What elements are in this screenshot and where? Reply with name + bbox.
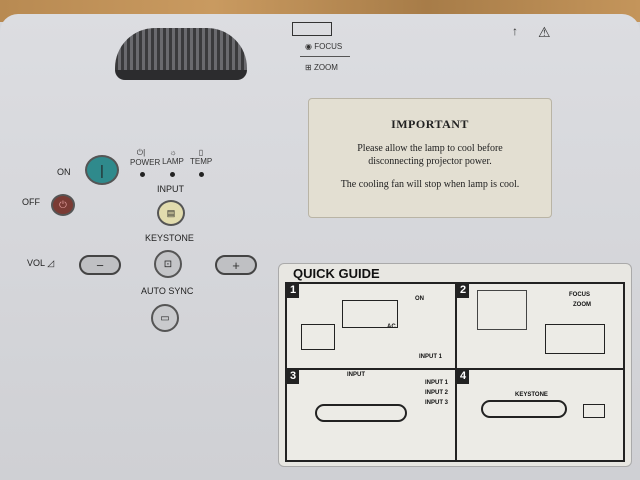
laptop-icon [301,324,335,350]
projector-icon [545,324,605,354]
guide-step-4: 4 KEYSTONE [455,368,625,462]
indicator-lamp: ☼LAMP [162,148,184,166]
projector-icon [342,300,398,328]
power-off-button[interactable]: ⏻ [51,194,75,216]
arrow-up-icon: ↑ [512,24,518,38]
guide-step-1: 1 ON AC INPUT 1 [285,282,457,370]
zoom-label: ⊞ ZOOM [305,63,338,72]
button-diagram [481,400,567,418]
indicator-power: ⏻|POWER [130,148,161,167]
quick-guide-label: QUICK GUIDE 1 ON AC INPUT 1 2 FOCUS ZOOM… [278,263,632,467]
screen-icon [477,290,527,330]
guide-step-3: 3 INPUT INPUT 1 INPUT 2 INPUT 3 [285,368,457,462]
focus-icon: ◉ [305,42,312,51]
divider [300,56,350,57]
quick-guide-title: QUICK GUIDE [293,266,380,281]
vol-label: VOL ◿ [27,258,55,268]
notice-line: Please allow the lamp to cool before [357,143,503,154]
power-on-button[interactable]: | [85,155,119,185]
temp-led [199,172,204,177]
keystone-button[interactable]: ⊡ [154,250,182,278]
notice-title: IMPORTANT [391,117,469,131]
auto-sync-button[interactable]: ▭ [151,304,179,332]
important-notice-label: IMPORTANT Please allow the lamp to cool … [308,98,552,218]
minus-button[interactable]: − [79,255,121,275]
power-icon: ⏻| [136,148,146,157]
input-label: INPUT [157,184,184,194]
on-label: ON [57,167,71,177]
notice-line: disconnecting projector power. [368,156,492,167]
notice-line: The cooling fan will stop when lamp is c… [340,179,520,190]
button-diagram [315,404,407,422]
plus-button[interactable]: + [215,255,257,275]
thermometer-icon: ▯ [198,148,204,157]
guide-step-2: 2 FOCUS ZOOM [455,282,625,370]
lamp-icon: ☼ [169,148,177,157]
auto-sync-label: AUTO SYNC [141,286,194,296]
input-button[interactable]: ▤ [157,200,185,226]
keystone-symbol-icon [292,22,332,36]
off-label: OFF [22,197,40,207]
volume-icon: ◿ [47,258,55,268]
power-led [140,172,145,177]
keystone-label: KEYSTONE [145,233,194,243]
zoom-icon: ⊞ [305,63,312,72]
hot-surface-warning-icon: ⚠ [538,24,551,40]
lamp-led [170,172,175,177]
focus-label: ◉ FOCUS [305,42,343,51]
lens-ring[interactable] [115,28,247,80]
screen-icon [583,404,605,418]
indicator-temp: ▯TEMP [190,148,213,166]
